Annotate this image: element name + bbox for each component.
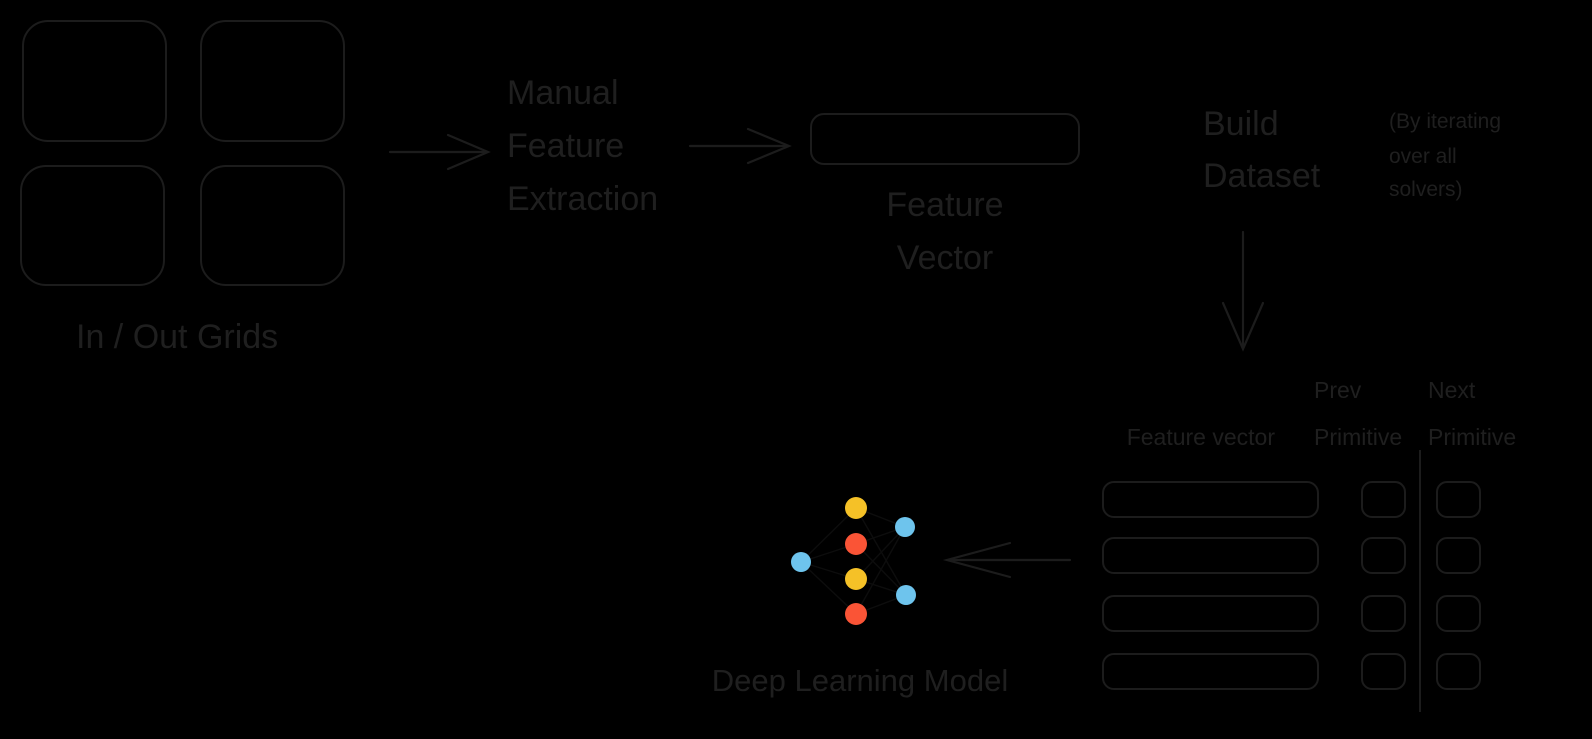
hidden-node-4 [845,603,867,625]
next-primitive-cell[interactable] [1436,653,1481,690]
table-header-prev-primitive-line1: Prev [1314,377,1362,403]
hidden-node-1 [845,497,867,519]
feature-vector-label-line1: Feature [886,186,1004,224]
prev-primitive-cell[interactable] [1361,537,1406,574]
next-primitive-cell[interactable] [1436,595,1481,632]
build-dataset-note-line1: (By iterating [1389,110,1502,133]
network-edges [800,507,907,615]
output-node-2 [896,585,916,605]
table-row[interactable] [1102,537,1319,574]
feature-vector-label-line2: Vector [896,239,994,277]
input-grid-top-left [22,20,167,142]
prev-primitive-cell[interactable] [1361,595,1406,632]
output-grid-top-right [200,20,345,142]
arrow-grids-to-extraction [388,133,491,171]
build-dataset-note-line2: over all [1389,145,1457,168]
prev-primitive-cell[interactable] [1361,653,1406,690]
table-header-next-primitive-line2: Primitive [1428,424,1517,450]
arrow-table-to-model [942,541,1072,579]
extraction-label-line3: Extraction [507,180,659,218]
hidden-node-3 [845,568,867,590]
input-node-1 [791,552,811,572]
build-dataset-label-line1: Build [1203,105,1279,143]
output-grid-bottom-right [200,165,345,286]
output-node-1 [895,517,915,537]
grids-caption: In / Out Grids [76,318,279,356]
extraction-label-line2: Feature [507,127,625,165]
table-row[interactable] [1102,653,1319,690]
table-row[interactable] [1102,595,1319,632]
prev-primitive-cell[interactable] [1361,481,1406,518]
table-row[interactable] [1102,481,1319,518]
model-caption: Deep Learning Model [711,663,1009,698]
arrow-extraction-to-feature-vector [688,127,792,165]
table-header-feature-vector: Feature vector [1126,424,1275,450]
next-primitive-cell[interactable] [1436,537,1481,574]
input-grid-bottom-left [20,165,165,286]
hidden-node-2 [845,533,867,555]
table-header-prev-primitive-line2: Primitive [1314,424,1403,450]
arrow-build-dataset-down [1221,230,1265,352]
table-column-separator [1419,450,1421,712]
feature-vector-box [810,113,1080,165]
extraction-label-line1: Manual [507,74,619,112]
build-dataset-note-line3: solvers) [1389,178,1463,201]
build-dataset-label-line2: Dataset [1203,157,1321,195]
next-primitive-cell[interactable] [1436,481,1481,518]
table-header-next-primitive-line1: Next [1428,377,1476,403]
